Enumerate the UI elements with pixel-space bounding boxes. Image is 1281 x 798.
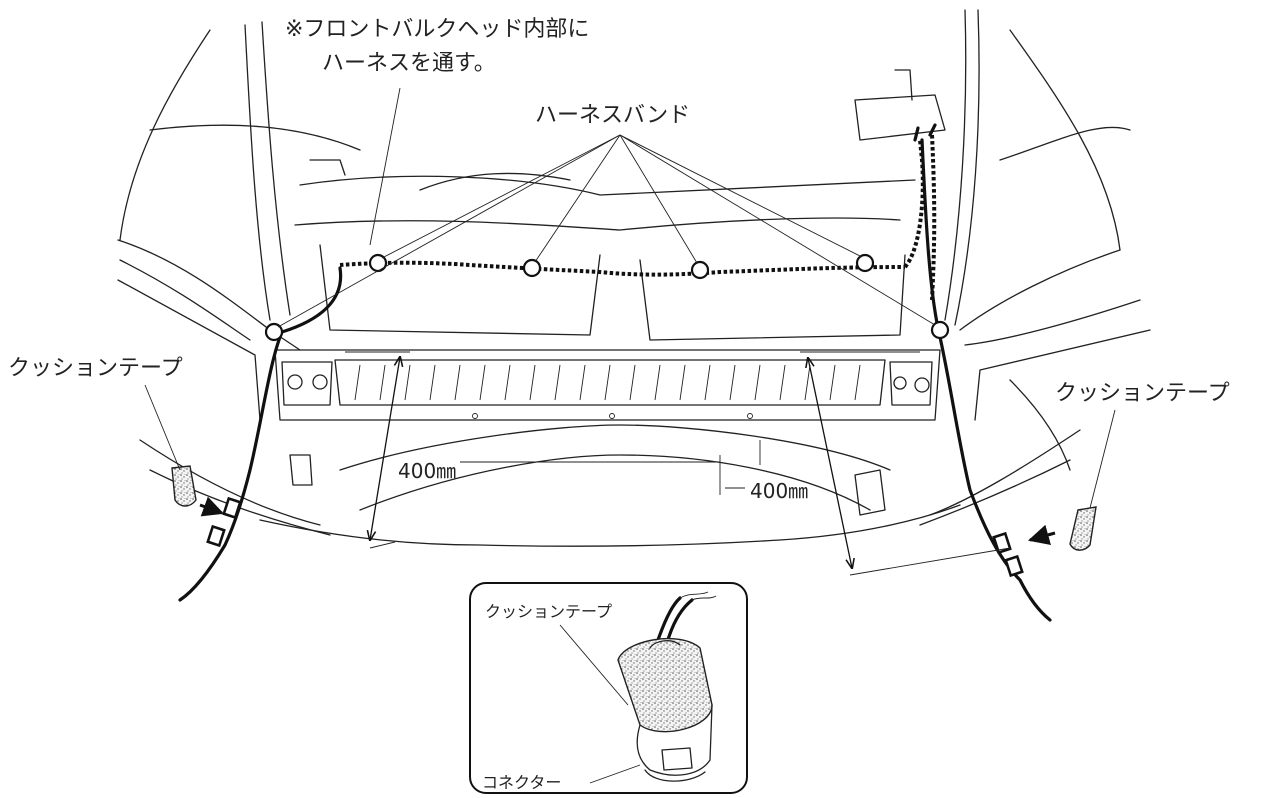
bulkhead-note-line2: ハーネスを通す。 [322, 51, 496, 76]
label-leaders [144, 87, 1116, 509]
wire-harness [178, 123, 1052, 622]
dimension-label-left: 400㎜ [398, 459, 456, 483]
inset-detail: クッションテープ コネクター [469, 582, 748, 794]
vehicle-body [117, 9, 1151, 547]
cushion-tape-label-right: クッションテープ [1055, 381, 1230, 406]
arrow-icon [199, 496, 1056, 546]
harness-band-clip-icon [264, 253, 950, 342]
inset-connector-label: コネクター [482, 773, 561, 792]
cushion-tape-icon [171, 465, 1097, 551]
dimension-lines [345, 351, 1011, 576]
bulkhead-note-line1: ※フロントバルクヘッド内部に [285, 17, 589, 42]
inset-cushion-tape-label: クッションテープ [485, 602, 612, 621]
cushion-tape-label-left: クッションテープ [8, 356, 183, 381]
dimension-label-right: 400㎜ [750, 479, 808, 503]
connector-icon [206, 496, 1024, 578]
harness-band-label: ハーネスバンド [535, 103, 690, 128]
